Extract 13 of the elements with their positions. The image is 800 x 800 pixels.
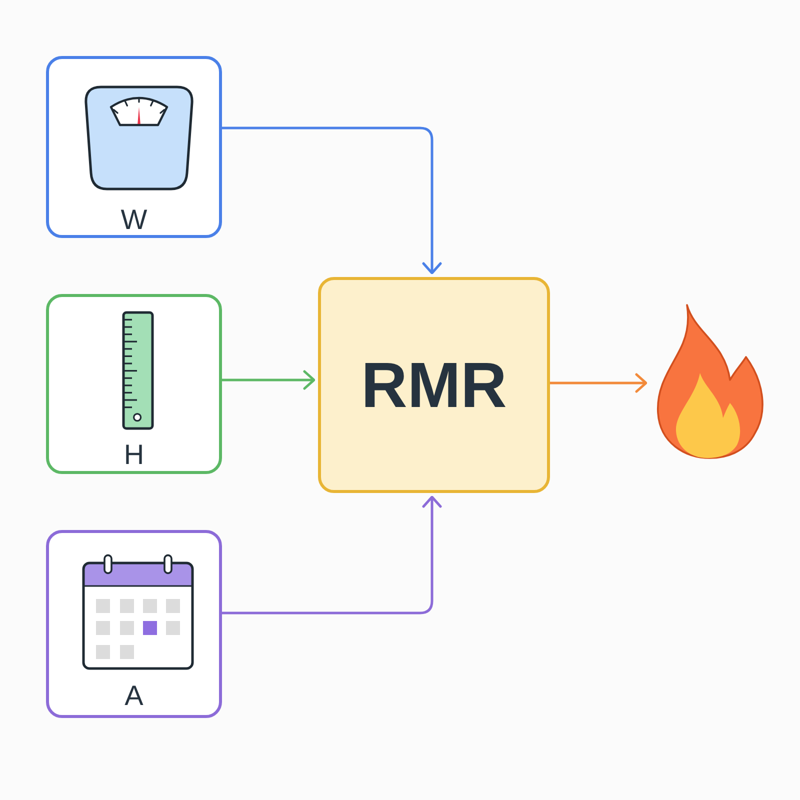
box-label: RMR (361, 353, 507, 417)
flame-icon (655, 303, 765, 460)
input-box (46, 294, 222, 474)
box-label: A (124, 682, 144, 710)
arrow (222, 126, 442, 274)
process-box (318, 277, 550, 493)
box-label: W (120, 206, 148, 234)
input-box (46, 530, 222, 718)
arrow (550, 373, 648, 393)
input-box (46, 56, 222, 238)
arrow (222, 370, 316, 390)
box-label: H (124, 441, 144, 469)
arrow (222, 496, 442, 614)
